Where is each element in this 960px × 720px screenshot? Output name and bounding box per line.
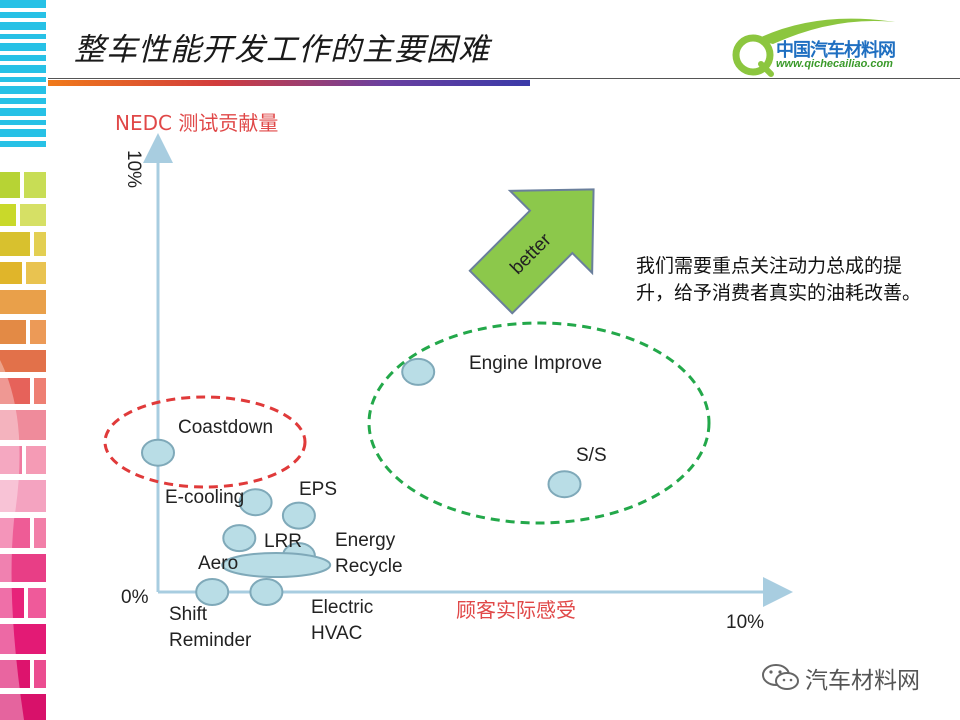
- marker-engine-improve: [401, 357, 436, 386]
- origin-label: 0%: [121, 587, 149, 608]
- marker-electric-hvac: [249, 578, 284, 606]
- lime-blocks: [0, 172, 46, 284]
- logo-swoosh: [755, 18, 895, 44]
- logo-q-tail: [758, 61, 774, 77]
- cyan-stripes: [0, 0, 46, 147]
- pink-blocks: [0, 410, 46, 720]
- marker-s-s: [547, 470, 582, 499]
- data-markers: [141, 357, 582, 606]
- point-label-aero: Aero: [198, 553, 239, 574]
- slide-title: 整车性能开发工作的主要困难: [74, 32, 490, 68]
- x-axis-end-label: 10%: [726, 612, 765, 633]
- marker-aero: [221, 552, 332, 578]
- y-axis-top-label: 10%: [123, 150, 144, 189]
- point-label-eps: EPS: [299, 479, 338, 500]
- group-ellipse-powertrain: [367, 321, 711, 525]
- logo-name: 中国汽车材料网: [776, 40, 896, 61]
- marker-lrr: [222, 524, 257, 553]
- point-label-lrr: LRR: [264, 531, 303, 552]
- logo-q-ring: [732, 34, 774, 76]
- orange-blocks: [0, 290, 46, 404]
- wechat-icon: [762, 664, 799, 690]
- x-axis-title: 顾客实际感受: [456, 598, 576, 622]
- title-accent-bar: [48, 80, 530, 86]
- marker-coastdown: [141, 438, 175, 467]
- group-ellipse-coastdown: [103, 395, 307, 489]
- point-label-ss: S/S: [576, 445, 607, 466]
- site-logo[interactable]: [725, 10, 945, 80]
- better-arrow-shape: [468, 188, 595, 315]
- decorative-swoosh: [0, 360, 24, 720]
- logo-url: www.qichecailiao.com: [776, 58, 893, 70]
- y-axis-title: NEDC 测试贡献量: [115, 111, 279, 135]
- point-label-energy-recycle: Energy Recycle: [335, 530, 403, 577]
- point-label-engine-improve: Engine Improve: [469, 353, 603, 374]
- point-label-electric-hvac: Electric HVAC: [311, 597, 374, 644]
- title-divider: [48, 78, 960, 79]
- marker-e-cooling: [238, 488, 273, 517]
- better-arrow: better: [468, 188, 595, 315]
- point-label-shift-reminder: Shift Reminder: [169, 604, 252, 651]
- marker-shift-reminder: [195, 578, 230, 606]
- annotation-note: 我们需要重点关注动力总成的提升，给予消费者真实的油耗改善。: [636, 255, 922, 304]
- marker-eps: [281, 501, 316, 530]
- watermark-text: 汽车材料网: [805, 668, 920, 694]
- point-label-coastdown: Coastdown: [178, 417, 274, 438]
- point-label-e-cooling: E-cooling: [165, 487, 245, 508]
- decorative-side-strip: [0, 0, 46, 720]
